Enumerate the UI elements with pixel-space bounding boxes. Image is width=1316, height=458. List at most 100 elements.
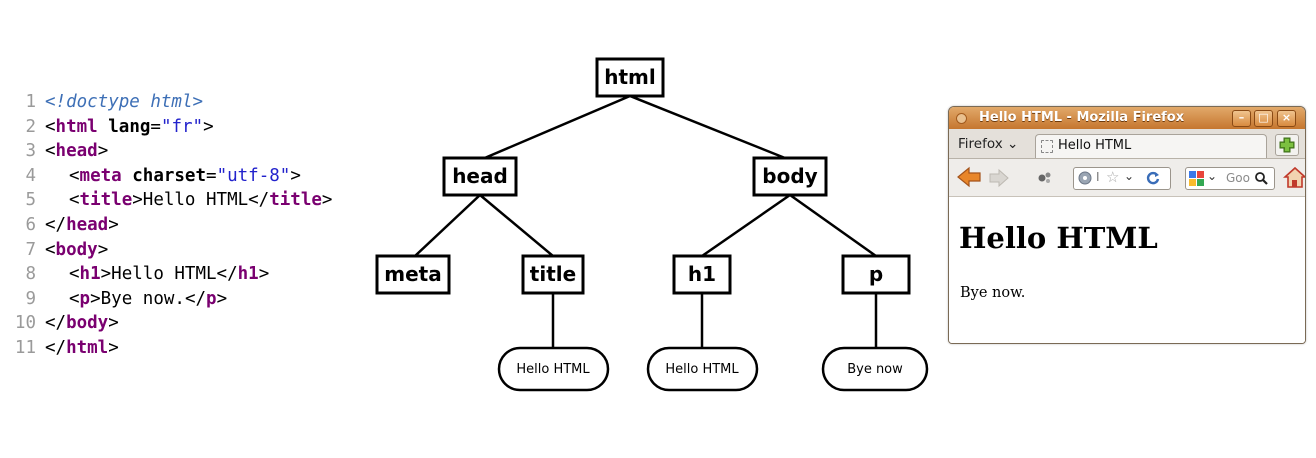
line-number: 7 — [25, 239, 36, 260]
node-label: h1 — [688, 262, 716, 286]
browser-window: Hello HTML - Mozilla Firefox – □ × Firef… — [948, 106, 1306, 344]
site-identity-icon[interactable] — [1078, 171, 1092, 185]
tag-bracket: > — [290, 165, 301, 186]
text-node-box — [497, 346, 610, 392]
node-label: html — [604, 65, 656, 89]
code-line: 3<head> — [8, 139, 332, 164]
text-node-label: Bye now — [847, 362, 903, 377]
window-titlebar[interactable]: Hello HTML - Mozilla Firefox – □ × — [949, 107, 1305, 129]
tag-bracket: < — [45, 239, 56, 260]
element-text: Bye now. — [100, 288, 185, 309]
tag-bracket: </ — [45, 313, 67, 334]
plus-icon — [1279, 137, 1295, 153]
tag-name: h1 — [237, 264, 259, 285]
element-text: Hello HTML — [111, 264, 217, 285]
space — [122, 166, 133, 186]
line-number: 9 — [25, 288, 36, 309]
node-p: p — [841, 254, 911, 295]
node-label: p — [869, 262, 883, 286]
edge-html-head — [479, 94, 631, 162]
node-box — [442, 156, 518, 197]
node-h1: h1 — [672, 254, 732, 295]
node-label: body — [762, 164, 817, 188]
tag-bracket: > — [100, 264, 112, 285]
magnifier-icon[interactable] — [1254, 171, 1269, 186]
tag-bracket: > — [216, 288, 228, 309]
maximize-button[interactable]: □ — [1254, 110, 1273, 127]
tag-name: html — [55, 116, 98, 137]
tag-bracket: </ — [248, 190, 270, 211]
code-listing: 1<!doctype html> 2<html lang="fr"> 3<hea… — [8, 90, 333, 361]
node-title: title — [521, 254, 585, 295]
doctype-declaration: <!doctype html> — [45, 92, 204, 112]
bookmark-star-icon[interactable]: ☆ — [1106, 168, 1120, 186]
google-engine-icon[interactable] — [1189, 171, 1205, 186]
tag-name: head — [66, 214, 109, 235]
chevron-down-icon: ⌄ — [1002, 136, 1019, 152]
tag-name: title — [79, 190, 133, 211]
code-line: 8<h1>Hello HTML</h1> — [8, 262, 332, 287]
tag-bracket: < — [69, 190, 80, 211]
edge-body-p — [789, 193, 877, 258]
firefox-menu-label: Firefox — [958, 136, 1003, 152]
search-placeholder: Goo — [1226, 171, 1250, 185]
node-box — [841, 254, 911, 295]
reload-icon[interactable] — [1146, 171, 1160, 185]
line-number: 5 — [25, 190, 36, 211]
code-line: 7<body> — [8, 238, 332, 263]
line-number: 4 — [25, 165, 36, 186]
line-number: 8 — [25, 264, 36, 285]
space — [98, 117, 109, 137]
tab-hello-html[interactable]: Hello HTML — [1035, 134, 1267, 158]
url-bar[interactable]: I ☆ ⌄ — [1073, 167, 1171, 190]
node-html: html — [595, 57, 665, 98]
tag-bracket: < — [69, 264, 80, 285]
text-node-h1: Hello HTML — [646, 346, 759, 392]
firefox-menu-button[interactable]: Firefox ⌄ — [958, 136, 1018, 152]
tag-name: head — [55, 141, 98, 162]
minimize-button[interactable]: – — [1232, 110, 1251, 127]
line-number: 2 — [25, 116, 36, 137]
search-bar[interactable]: ⌄ Goo — [1185, 167, 1275, 190]
tag-bracket: < — [69, 288, 80, 309]
code-line: 10</body> — [8, 311, 332, 336]
node-meta: meta — [375, 254, 451, 295]
page-content: Hello HTML Bye now. — [949, 197, 1305, 343]
code-line: 1<!doctype html> — [8, 90, 332, 115]
text-node-box — [821, 346, 929, 392]
url-text-cursor: I — [1096, 170, 1100, 184]
attribute-value: "utf-8" — [216, 165, 291, 186]
node-box — [521, 254, 585, 295]
attribute-name: lang — [108, 116, 151, 137]
tab-bar: Firefox ⌄ Hello HTML — [949, 129, 1305, 159]
text-node-box — [646, 346, 759, 392]
new-tab-button[interactable] — [1275, 134, 1299, 156]
history-icon[interactable] — [1037, 170, 1053, 186]
chevron-down-icon[interactable]: ⌄ — [1207, 169, 1218, 183]
tree-edges — [414, 94, 878, 348]
dom-tree-diagram: html head body meta title h1 p Hello HTM… — [375, 57, 929, 392]
window-menu-icon[interactable] — [956, 113, 967, 124]
code-line: 2<html lang="fr"> — [8, 115, 332, 140]
tag-name: html — [66, 337, 109, 358]
url-dropdown-icon[interactable]: ⌄ — [1124, 169, 1135, 183]
edge-head-title — [479, 194, 554, 257]
tag-bracket: </ — [184, 288, 207, 309]
back-arrow-icon[interactable] — [955, 165, 983, 189]
home-icon[interactable] — [1283, 165, 1306, 189]
tag-bracket: > — [132, 190, 143, 211]
text-node-p: Bye now — [821, 346, 929, 392]
node-head: head — [442, 156, 518, 197]
tag-bracket: > — [108, 313, 119, 334]
edge-body-h1 — [701, 193, 791, 258]
tag-bracket: </ — [45, 214, 67, 235]
node-box — [375, 254, 451, 295]
tab-title: Hello HTML — [1058, 138, 1132, 153]
page-favicon-icon — [1041, 140, 1053, 153]
code-line: 4<meta charset="utf-8"> — [8, 164, 332, 189]
tag-bracket: </ — [216, 264, 238, 285]
tag-name: p — [79, 288, 91, 309]
equals: = — [150, 116, 161, 137]
close-button[interactable]: × — [1277, 110, 1296, 127]
code-line: 11</html> — [8, 336, 332, 361]
